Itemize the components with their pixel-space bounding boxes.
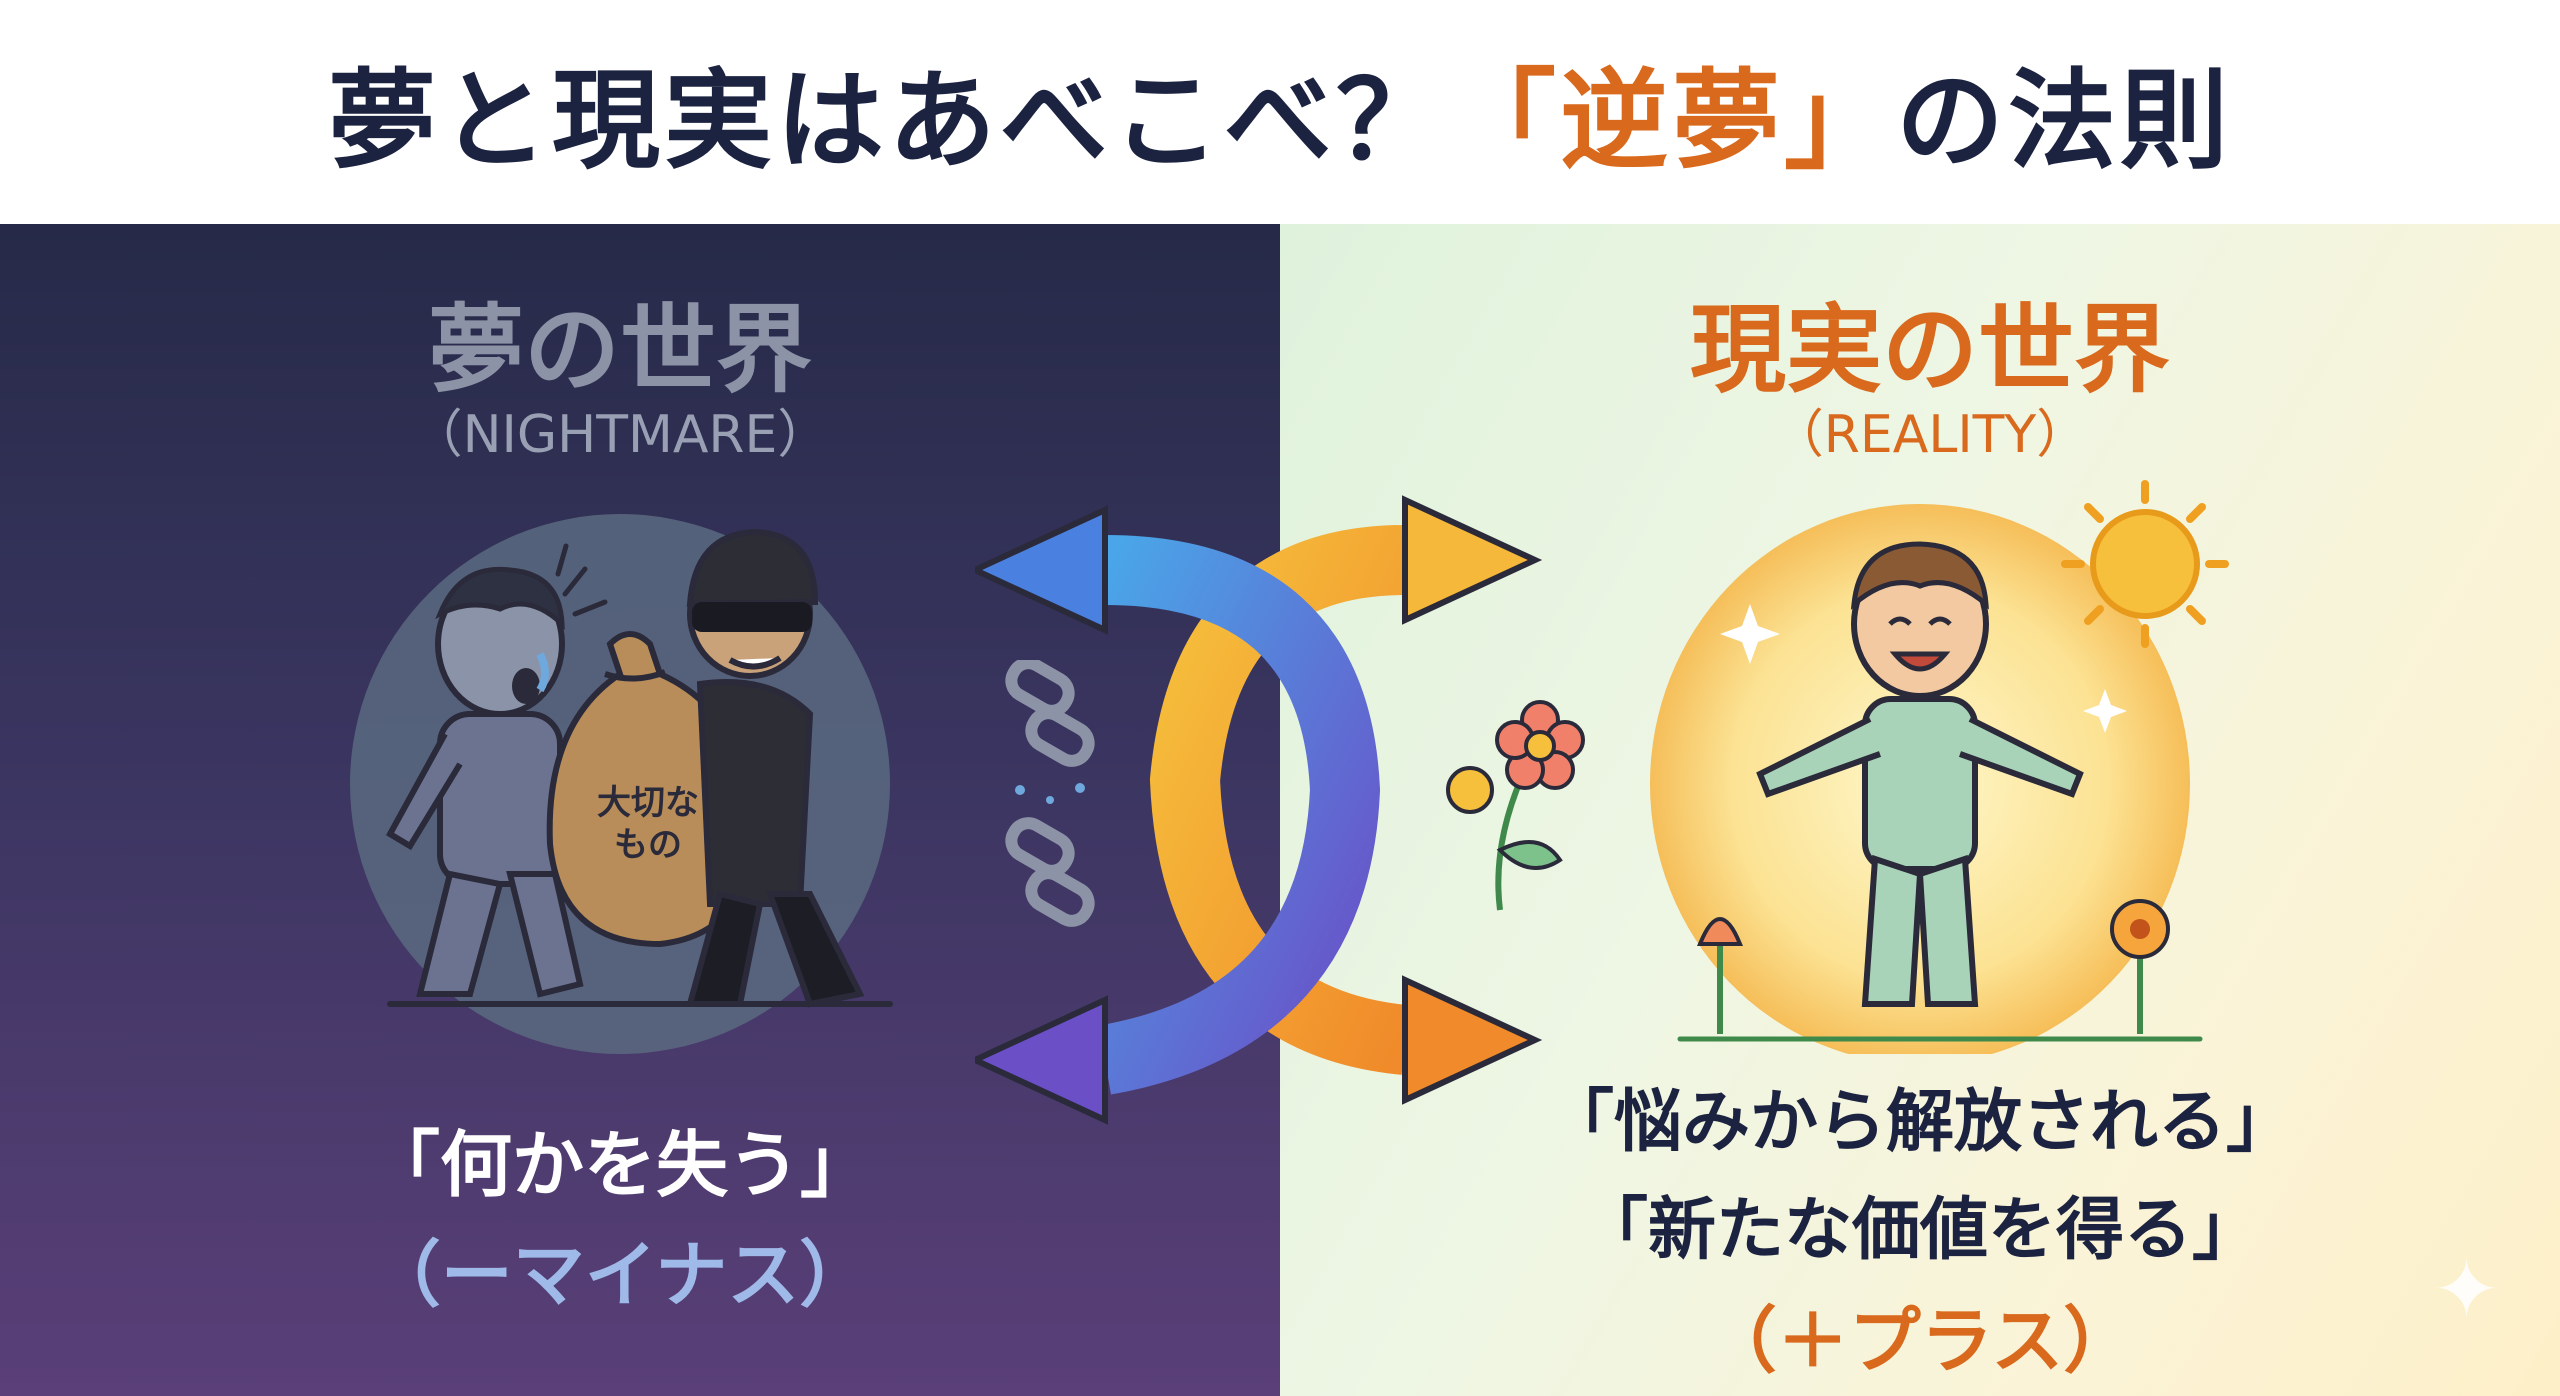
title-suffix: の法則: [1896, 59, 2233, 184]
swap-arrows-icon: [975, 495, 1543, 1125]
page-title: 夢と現実はあべこべ？「逆夢」の法則: [328, 34, 2232, 190]
dream-value: （ーマイナス）: [368, 1233, 872, 1317]
dream-world-title: 夢の世界: [428, 294, 812, 406]
broken-chain-icon: [1005, 660, 1095, 927]
sparkle-icon: [1720, 604, 2127, 733]
flower-icon: [1697, 899, 2170, 1034]
reality-caption-1: 「悩みから解放される」: [1545, 1083, 2294, 1162]
reality-subtitle: （REALITY）: [1771, 405, 2089, 465]
happy-person-icon: [1756, 541, 2084, 1007]
reality-panel: 現実の世界 （REALITY）: [1280, 224, 2560, 1396]
header: 夢と現実はあべこべ？「逆夢」の法則: [0, 0, 2560, 224]
corner-sparkle-icon: ✦: [2432, 1243, 2500, 1336]
dream-world-panel: 夢の世界 （NIGHTMARE） 大切な もの: [0, 224, 1280, 1396]
reality-caption-2: 「新たな価値を得る」: [1579, 1191, 2260, 1270]
sun-icon: [2061, 480, 2229, 648]
thief-icon: [686, 528, 865, 1008]
title-highlight: 「逆夢」: [1447, 59, 1896, 184]
title-prefix: 夢と現実はあべこべ？: [327, 59, 1448, 184]
scared-person-icon: [385, 543, 608, 998]
center-flower-icon: [1446, 700, 1585, 911]
nightmare-illustration: 大切な もの: [350, 514, 893, 1054]
dream-caption: 「何かを失う」: [367, 1123, 872, 1207]
reality-illustration: [1650, 480, 2229, 1054]
reality-title: 現実の世界: [1690, 294, 2170, 406]
dream-world-subtitle: （NIGHTMARE）: [410, 405, 830, 465]
bag-label-line2: もの: [614, 825, 682, 865]
reality-value: （＋プラス）: [1704, 1299, 2136, 1383]
bag-label-line1: 大切な: [597, 783, 699, 823]
